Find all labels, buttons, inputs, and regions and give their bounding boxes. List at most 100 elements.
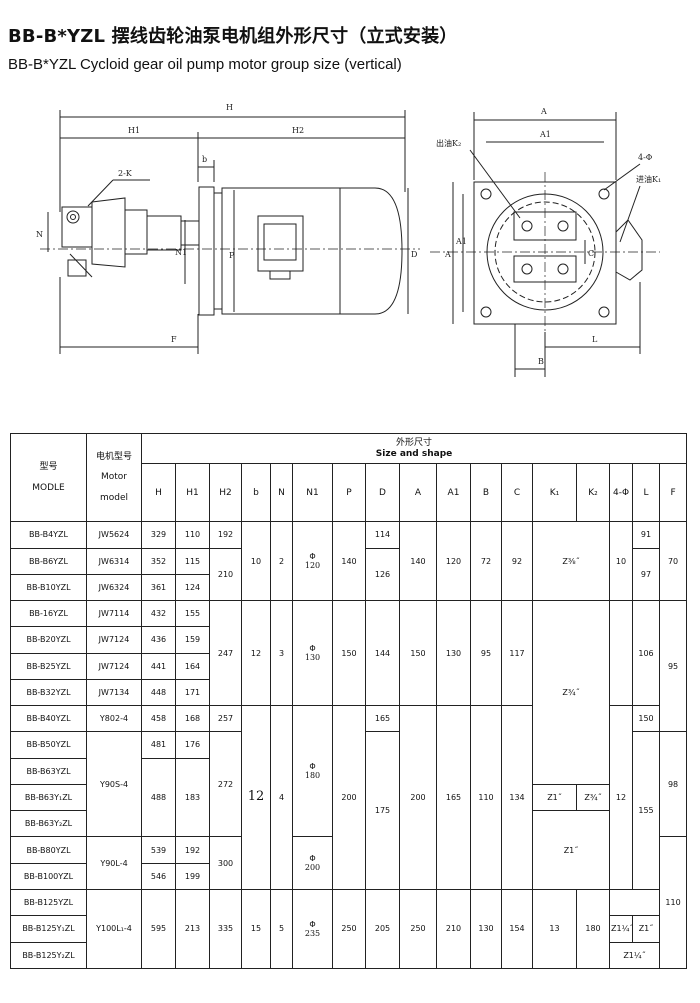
cell-h1: 164 (175, 652, 210, 680)
cell-model: BB-B4YZL (10, 521, 87, 549)
cell-n: 4 (270, 705, 293, 890)
dim-label-p: P (229, 251, 235, 260)
cell-a1: 120 (436, 521, 471, 602)
page-title-en: BB-B*YZL Cycloid gear oil pump motor gro… (8, 56, 402, 73)
cell-motor: Y90L-4 (86, 836, 142, 890)
dim-label-n: N (36, 230, 43, 239)
cell-f: 98 (658, 731, 688, 838)
table-row: BB-B25YZL JW7124 441 164 (10, 652, 687, 680)
col-n: N (270, 463, 293, 523)
cell-h2: 247 (209, 600, 242, 707)
col-n1: N1 (292, 463, 333, 523)
cell-model: BB-B20YZL (10, 626, 87, 654)
cell-bb: 95 (470, 600, 502, 707)
cell-h: 436 (141, 626, 176, 654)
cell-l: 97 (632, 547, 660, 602)
col-h1: H1 (175, 463, 210, 523)
cell-model: BB-B80YZL (10, 836, 87, 864)
dim-label-a1-side: A1 (455, 237, 467, 246)
cell-motor: JW6324 (86, 573, 142, 602)
cell-h1: 124 (175, 573, 210, 602)
cell-l: 106 (632, 600, 660, 707)
cell-a1: 130 (436, 600, 471, 707)
col-f: F (658, 463, 688, 523)
cell-h: 546 (141, 862, 176, 891)
dim-label-d: D (411, 250, 417, 259)
cell-h: 481 (141, 731, 176, 759)
cell-h2: 300 (209, 836, 242, 890)
cell-d: 144 (365, 600, 400, 707)
cell-c: 134 (501, 705, 533, 890)
cell-4phi-blank (609, 600, 633, 707)
cell-motor: JW6314 (86, 547, 142, 575)
cell-h1: 168 (175, 705, 210, 733)
cell-f: 95 (658, 600, 688, 733)
cell-h: 488 (141, 757, 176, 838)
cell-a: 150 (399, 600, 437, 707)
col-a: A (399, 463, 437, 523)
dim-label-2k: 2-K (118, 169, 133, 178)
dim-label-h: H (226, 103, 233, 112)
cell-h2: 272 (209, 731, 242, 838)
col-k1: K₁ (532, 463, 577, 523)
dim-label-l: L (592, 335, 598, 344)
cell-c: 154 (501, 889, 533, 969)
cell-k: Z⅜˝ (532, 521, 610, 602)
cell-h1: 171 (175, 678, 210, 707)
cell-model: BB-B25YZL (10, 652, 87, 680)
dim-label-c: C (588, 249, 594, 258)
cell-b: 12 (241, 600, 271, 707)
page-title-cn: BB-B*YZL 摆线齿轮油泵电机组外形尺寸（立式安装） (8, 26, 458, 47)
cell-k2: Z1˝ (632, 915, 660, 943)
cell-k1: Z1¼˝ (609, 915, 633, 943)
cell-bb: 72 (470, 521, 502, 602)
table-row: BB-B32YZL JW7134 448 171 (10, 678, 687, 707)
outlet-k2-label: 出油K₂ (436, 138, 461, 148)
dim-label-a1-top: A1 (539, 130, 551, 139)
cell-a1: 210 (436, 889, 471, 969)
cell-h: 595 (141, 889, 176, 969)
cell-model: BB-B125YZL (10, 888, 87, 917)
cell-f: 110 (658, 836, 688, 969)
cell-model: BB-B63Y₂ZL (10, 810, 87, 838)
cell-h: 458 (141, 705, 176, 733)
cell-h1: 213 (175, 889, 210, 969)
inlet-k1-label: 进油K₁ (636, 174, 661, 184)
cell-l: 150 (632, 705, 660, 733)
cell-model: BB-B125Y₂ZL (10, 941, 87, 970)
cell-k1: Z1˝ (532, 783, 577, 812)
cell-h1: 110 (175, 521, 210, 549)
cell-h: 539 (141, 836, 176, 864)
dim-label-h1: H1 (128, 126, 140, 135)
dim-label-f: F (171, 335, 177, 344)
cell-h: 432 (141, 600, 176, 628)
cell-motor: JW7134 (86, 678, 142, 707)
cell-p: 140 (332, 521, 366, 602)
cell-b: 10 (241, 521, 271, 602)
cell-p: 250 (332, 889, 366, 969)
cell-a1: 165 (436, 705, 471, 890)
cell-a: 250 (399, 889, 437, 969)
table-row: BB-B10YZL JW6324 361 124 (10, 573, 687, 602)
cell-motor: Y802-4 (86, 705, 142, 733)
cell-l: 91 (632, 521, 660, 549)
cell-d: 165 (365, 705, 400, 733)
cell-d: 114 (365, 521, 400, 549)
cell-h1: 115 (175, 547, 210, 575)
col-c: C (501, 463, 533, 523)
cell-b: 12 (241, 705, 271, 890)
dim-label-4phi: 4-Φ (638, 153, 653, 162)
cell-model: BB-B50YZL (10, 731, 87, 759)
cell-l: 180 (576, 889, 610, 969)
cell-model: BB-B125Y₁ZL (10, 915, 87, 943)
col-l: L (632, 463, 660, 523)
cell-d: 126 (365, 547, 400, 602)
table-row: BB-B50YZL Y90S-4 481 176 272 175 155 98 (10, 731, 688, 890)
table-row: BB-B63Y₁ZL Z1˝ Z¾˝ (10, 783, 687, 812)
dim-label-a-side: A (444, 250, 451, 259)
